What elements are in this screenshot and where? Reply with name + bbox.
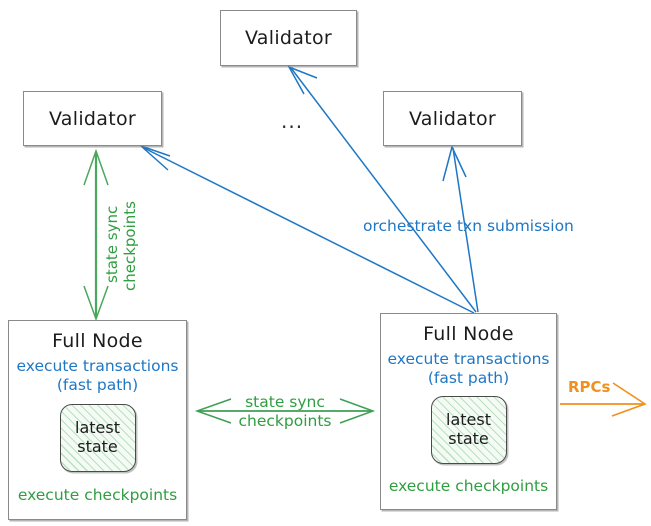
left-state-sync-label-line-2: checkpoints bbox=[121, 201, 139, 291]
full-node-left-box[interactable]: Full Node execute transactions (fast pat… bbox=[8, 320, 187, 520]
center-state-sync-label: state sync checkpoints bbox=[230, 393, 340, 432]
full-node-right-green-footer: execute checkpoints bbox=[388, 476, 549, 495]
validator-left-box[interactable]: Validator bbox=[23, 91, 162, 146]
full-node-left-blue-line-2: (fast path) bbox=[56, 375, 139, 394]
validator-top-label: Validator bbox=[244, 27, 332, 49]
orchestrate-txn-submission-label: orchestrate txn submission bbox=[363, 217, 574, 235]
arrow-fullnode-to-validator-left bbox=[140, 145, 475, 314]
rpcs-label: RPCs bbox=[568, 378, 611, 396]
full-node-left-green-footer: execute checkpoints bbox=[17, 485, 178, 504]
full-node-left-title: Full Node bbox=[52, 330, 143, 352]
full-node-right-state-line-1: latest bbox=[446, 409, 491, 429]
full-node-left-blue-text: execute transactions (fast path) bbox=[16, 357, 178, 395]
full-node-right-blue-text: execute transactions (fast path) bbox=[387, 350, 549, 388]
arrow-fullnode-to-validator-top bbox=[287, 65, 477, 313]
arrow-fullnode-to-validator-right bbox=[442, 144, 479, 313]
full-node-left-state-line-1: latest bbox=[75, 417, 120, 437]
full-node-left-state-line-2: state bbox=[77, 436, 118, 456]
validator-left-label: Validator bbox=[48, 107, 136, 130]
full-node-left-latest-state-box[interactable]: latest state bbox=[59, 403, 136, 472]
center-state-sync-line-2: checkpoints bbox=[238, 412, 332, 431]
arrow-rpcs bbox=[560, 382, 647, 417]
full-node-right-latest-state-box[interactable]: latest state bbox=[430, 395, 507, 464]
full-node-left-blue-line-1: execute transactions bbox=[16, 357, 179, 375]
full-node-right-blue-line-1: execute transactions bbox=[387, 350, 550, 368]
validator-top-box[interactable]: Validator bbox=[220, 10, 357, 66]
full-node-right-box[interactable]: Full Node execute transactions (fast pat… bbox=[380, 313, 557, 510]
full-node-right-state-line-2: state bbox=[448, 428, 489, 448]
center-state-sync-line-1: state sync bbox=[245, 393, 325, 411]
validator-ellipsis: ... bbox=[281, 109, 304, 133]
validator-right-box[interactable]: Validator bbox=[383, 91, 522, 146]
validator-right-label: Validator bbox=[408, 107, 496, 130]
arrow-state-sync-horizontal bbox=[194, 398, 376, 424]
full-node-right-blue-line-2: (fast path) bbox=[427, 368, 510, 387]
left-state-sync-label-line-1: state sync bbox=[103, 205, 121, 283]
arrow-state-sync-vertical bbox=[83, 148, 109, 322]
full-node-right-title: Full Node bbox=[423, 323, 514, 345]
